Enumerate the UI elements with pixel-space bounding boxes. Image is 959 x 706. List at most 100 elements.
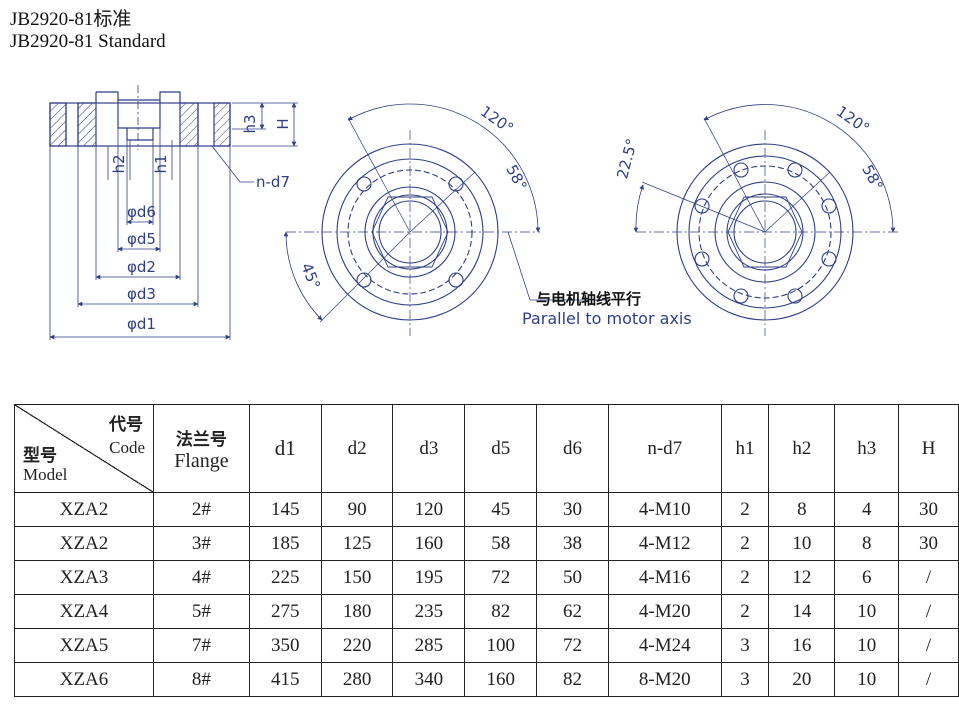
flange-en: Flange bbox=[174, 449, 229, 472]
table-cell: 4# bbox=[153, 560, 250, 595]
table-cell: 30 bbox=[898, 492, 959, 527]
code-cn: 代号 bbox=[109, 415, 143, 435]
table-cell: 72 bbox=[464, 560, 538, 595]
table-cell: XZA3 bbox=[14, 560, 154, 595]
table-cell: 30 bbox=[536, 492, 609, 527]
d6-label: φd6 bbox=[127, 203, 156, 221]
table-cell: 6 bbox=[834, 560, 900, 595]
table-cell: 72 bbox=[536, 628, 609, 663]
table-cell: 14 bbox=[768, 594, 836, 629]
table-cell: 10 bbox=[834, 628, 900, 663]
bolt-hole bbox=[356, 176, 372, 192]
table-cell: 10 bbox=[834, 594, 900, 629]
code-en: Code bbox=[109, 438, 145, 457]
col-header: d1 bbox=[248, 404, 322, 493]
table-cell: 8 bbox=[768, 492, 836, 527]
d2-label: φd2 bbox=[127, 258, 156, 276]
model-code-header: 代号 Code 型号 Model bbox=[14, 404, 154, 493]
table-cell: XZA2 bbox=[14, 526, 154, 561]
col-header: h3 bbox=[834, 404, 900, 493]
table-cell: 2 bbox=[720, 492, 770, 527]
note-en: Parallel to motor axis bbox=[522, 309, 692, 328]
table-cell: XZA4 bbox=[14, 594, 154, 629]
angle-58-label-8: 58° bbox=[858, 162, 886, 194]
table-cell: 160 bbox=[464, 662, 538, 697]
table-cell: 145 bbox=[248, 492, 322, 527]
bolt-hole bbox=[733, 288, 749, 304]
table-cell: 350 bbox=[248, 628, 322, 663]
spec-table: 代号 Code 型号 Model 法兰号 Flange d1 d2 d3 d5 … bbox=[14, 404, 959, 697]
table-cell: 20 bbox=[768, 662, 836, 697]
table-cell: / bbox=[898, 628, 959, 663]
table-cell: 100 bbox=[464, 628, 538, 663]
col-header: d3 bbox=[392, 404, 466, 493]
d1-label: φd1 bbox=[127, 315, 156, 333]
table-cell: 415 bbox=[248, 662, 322, 697]
H-label: H bbox=[274, 118, 292, 129]
table-cell: 160 bbox=[392, 526, 466, 561]
table-cell: 4-M20 bbox=[607, 594, 722, 629]
table-cell: 235 bbox=[392, 594, 466, 629]
table-cell: 225 bbox=[248, 560, 322, 595]
table-header-row: 代号 Code 型号 Model 法兰号 Flange d1 d2 d3 d5 … bbox=[14, 404, 959, 493]
angle-45-label: 45° bbox=[297, 260, 324, 291]
table-cell: 125 bbox=[320, 526, 394, 561]
title-en: JB2920-81 Standard bbox=[10, 31, 166, 52]
table-cell: 340 bbox=[392, 662, 466, 697]
flange-4-holes-view bbox=[283, 103, 612, 336]
table-cell: 7# bbox=[153, 628, 250, 663]
table-cell: 3 bbox=[720, 662, 770, 697]
bolt-hole bbox=[821, 198, 837, 214]
table-cell: 180 bbox=[320, 594, 394, 629]
nd7-label: n-d7 bbox=[256, 173, 290, 191]
table-cell: 3 bbox=[720, 628, 770, 663]
table-cell: 4-M24 bbox=[607, 628, 722, 663]
table-cell: 38 bbox=[536, 526, 609, 561]
table-cell: 8# bbox=[153, 662, 250, 697]
flange-cn: 法兰号 bbox=[175, 429, 227, 450]
table-cell: 45 bbox=[464, 492, 538, 527]
table-cell: 4-M10 bbox=[607, 492, 722, 527]
col-header: H bbox=[898, 404, 959, 493]
col-header: d5 bbox=[464, 404, 538, 493]
table-cell: 50 bbox=[536, 560, 609, 595]
table-cell: 150 bbox=[320, 560, 394, 595]
bolt-hole bbox=[448, 272, 464, 288]
table-cell: 195 bbox=[392, 560, 466, 595]
angle-120-label: 120° bbox=[477, 102, 517, 137]
bolt-hole bbox=[787, 162, 803, 178]
table-cell: XZA5 bbox=[14, 628, 154, 663]
table-cell: 12 bbox=[768, 560, 836, 595]
table-cell: 185 bbox=[248, 526, 322, 561]
table-cell: 275 bbox=[248, 594, 322, 629]
flange-header: 法兰号 Flange bbox=[153, 404, 250, 493]
h3-label: h3 bbox=[241, 114, 259, 133]
table-cell: 2 bbox=[720, 594, 770, 629]
d5-label: φd5 bbox=[127, 230, 156, 248]
table-cell: 82 bbox=[464, 594, 538, 629]
d3-label: φd3 bbox=[127, 285, 156, 303]
table-cell: 2# bbox=[153, 492, 250, 527]
table-cell: 16 bbox=[768, 628, 836, 663]
technical-drawing: h3 H h2 h1 n-d7 φd6 φd5 φd2 φd3 φd1 120°… bbox=[49, 85, 898, 340]
table-cell: 4-M12 bbox=[607, 526, 722, 561]
h2-label: h2 bbox=[110, 154, 128, 173]
table-cell: XZA2 bbox=[14, 492, 154, 527]
table-cell: 62 bbox=[536, 594, 609, 629]
table-cell: 8-M20 bbox=[607, 662, 722, 697]
model-cn: 型号 bbox=[23, 446, 57, 466]
table-cell: 280 bbox=[320, 662, 394, 697]
col-header: d6 bbox=[536, 404, 609, 493]
col-header: h1 bbox=[720, 404, 770, 493]
table-cell: 4-M16 bbox=[607, 560, 722, 595]
bolt-hole bbox=[694, 251, 710, 267]
table-cell: / bbox=[898, 594, 959, 629]
bolt-hole bbox=[821, 251, 837, 267]
table-cell: 2 bbox=[720, 560, 770, 595]
